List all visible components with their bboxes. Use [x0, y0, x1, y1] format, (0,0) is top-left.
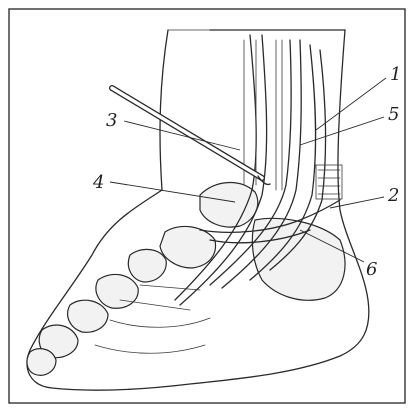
label-6: 6: [366, 259, 377, 280]
label-2: 2: [387, 185, 399, 206]
label-5: 5: [388, 104, 399, 125]
label-3: 3: [106, 110, 117, 131]
label-4: 4: [92, 172, 104, 193]
label-1: 1: [390, 64, 401, 85]
